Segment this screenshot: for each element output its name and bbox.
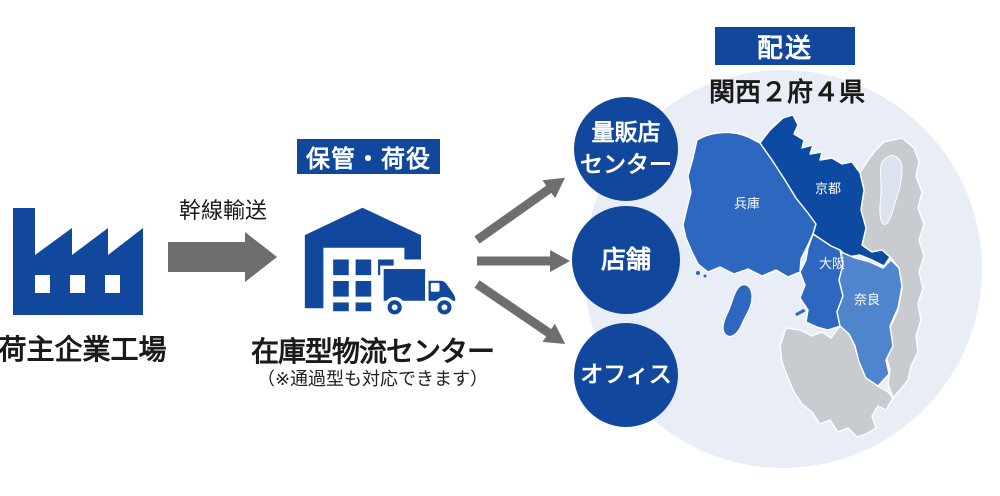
map-label-hyogo: 兵庫 [734, 196, 760, 211]
arrow-right-icon [168, 232, 277, 282]
delivery-area-label: 関西２府４県 [708, 77, 865, 107]
fanout-arrows-icon [474, 177, 570, 344]
kansai-map: 兵庫 京都 大阪 奈良 [682, 114, 925, 438]
destination-label-line: オフィス [580, 361, 672, 388]
storage-badge-label: 保管・荷役 [306, 146, 431, 173]
delivery-badge: 配送 [715, 27, 855, 65]
destination-office: オフィス [574, 323, 678, 427]
map-region-wakayama [779, 325, 894, 438]
map-islet [703, 274, 707, 278]
storage-badge: 保管・荷役 [297, 139, 440, 174]
destination-label-line: センター [580, 151, 672, 177]
warehouse-note: （※通過型も対応できます） [256, 369, 489, 389]
map-region-osaka [799, 233, 844, 331]
map-label-nara: 奈良 [854, 292, 880, 307]
trunk-transport-label: 幹線輸送 [178, 198, 267, 223]
map-awaji-island [722, 284, 753, 337]
map-airport-strip [795, 308, 806, 317]
destination-store: 店舗 [572, 206, 680, 314]
destination-label-line: 量販店 [591, 119, 661, 146]
map-region-nara [836, 251, 903, 387]
warehouse-truck-icon [304, 207, 459, 318]
destination-label-line: 店舗 [600, 245, 651, 274]
factory-label: 荷主企業工場 [0, 334, 167, 365]
map-islet [696, 271, 700, 275]
delivery-badge-label: 配送 [756, 32, 813, 63]
map-lake-biwa [879, 155, 903, 225]
map-label-osaka: 大阪 [819, 256, 845, 271]
factory-icon [13, 208, 143, 315]
map-region-hyogo [682, 131, 817, 278]
warehouse-label: 在庫型物流センター [250, 336, 495, 367]
map-label-kyoto: 京都 [815, 181, 841, 196]
destination-mass-retailer-center: 量販店 センター [574, 97, 678, 201]
